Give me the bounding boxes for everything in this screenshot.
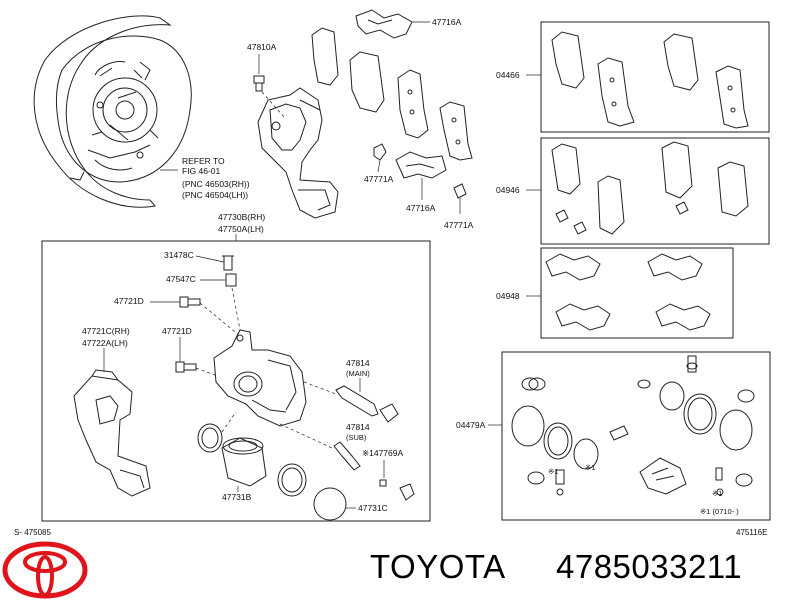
mark-1b: ※1 (585, 463, 595, 472)
drawing-code-right: 475116E (736, 528, 768, 537)
bolt-47810A (253, 75, 265, 92)
kit-04479A-seals (511, 355, 755, 496)
caliper-support-47721C (73, 369, 151, 497)
kit-04948-shims (545, 253, 711, 331)
callout-47810A: 47810A (247, 42, 277, 52)
part-number: 4785033211 (556, 548, 743, 585)
caliper-body (213, 329, 307, 427)
callout-31478C: 31478C (164, 250, 194, 260)
callout-47547C: 47547C (166, 274, 196, 284)
callout-47814-sub: 47814 (346, 422, 370, 432)
callout-147769A: ※147769A (362, 448, 403, 458)
callout-47730B: 47730B(RH) (218, 212, 265, 222)
callout-47716A-2: 47716A (406, 203, 436, 213)
callout-04948: 04948 (496, 291, 520, 301)
bolt-47721D-2 (175, 361, 197, 373)
drawing-code-left: S- 475085 (14, 528, 51, 537)
pin-47814-main (335, 385, 399, 423)
callout-47771A-1: 47771A (364, 174, 394, 184)
kit-box-04466 (540, 21, 770, 133)
callout-47731B: 47731B (222, 492, 252, 502)
piston-seal (197, 423, 223, 453)
callout-47731C: 47731C (358, 503, 388, 513)
kit-04946-shims (551, 141, 749, 235)
brand-name: TOYOTA (370, 548, 506, 585)
piston-47731B (221, 437, 267, 487)
callout-04466: 04466 (496, 70, 520, 80)
applicability-note: ※1 (0710- ) (700, 507, 739, 516)
refer-label-4: (PNC 46504(LH)) (182, 190, 248, 200)
toyota-logo (2, 541, 88, 599)
refer-label-3: (PNC 46503(RH)) (182, 179, 250, 189)
refer-label-2: FIG 46-01 (182, 166, 221, 176)
callout-47722A: 47722A(LH) (82, 338, 128, 348)
callout-04479A: 04479A (456, 420, 486, 430)
bleeder-31478C (222, 255, 234, 271)
cap-47547C (225, 273, 237, 287)
callout-47721D-1: 47721D (114, 296, 144, 306)
callout-47750A: 47750A(LH) (218, 224, 264, 234)
bolt-47721D-1 (179, 296, 201, 308)
shim-47716A-mid (395, 151, 447, 179)
shim-47716A-top (355, 9, 413, 39)
callout-47814-main-sub: (MAIN) (346, 369, 370, 378)
backing-plate (33, 15, 192, 208)
mark-1c: ※1 (712, 489, 722, 498)
kit-box-04946 (540, 137, 770, 245)
callout-47721D-2: 47721D (162, 326, 192, 336)
clip-47771A-right (453, 183, 467, 199)
callout-04946: 04946 (496, 185, 520, 195)
callout-47814-sub-sub: (SUB) (346, 433, 367, 442)
callout-47716A-top: 47716A (432, 17, 462, 27)
mark-1a: ※1 (548, 467, 558, 476)
kit-box-04479A (501, 351, 771, 521)
pin-47814-sub (333, 441, 415, 501)
clip-47771A-left (373, 143, 387, 161)
callout-47771A-2: 47771A (444, 220, 474, 230)
kit-04466-pads (551, 31, 749, 129)
callout-47721C: 47721C(RH) (82, 326, 130, 336)
caliper-bracket (257, 87, 339, 219)
brake-pads-top (311, 27, 473, 161)
kit-box-04948 (540, 247, 734, 339)
callout-47814-main: 47814 (346, 358, 370, 368)
boot-47731C (277, 463, 347, 521)
refer-label-1: REFER TO (182, 156, 225, 166)
